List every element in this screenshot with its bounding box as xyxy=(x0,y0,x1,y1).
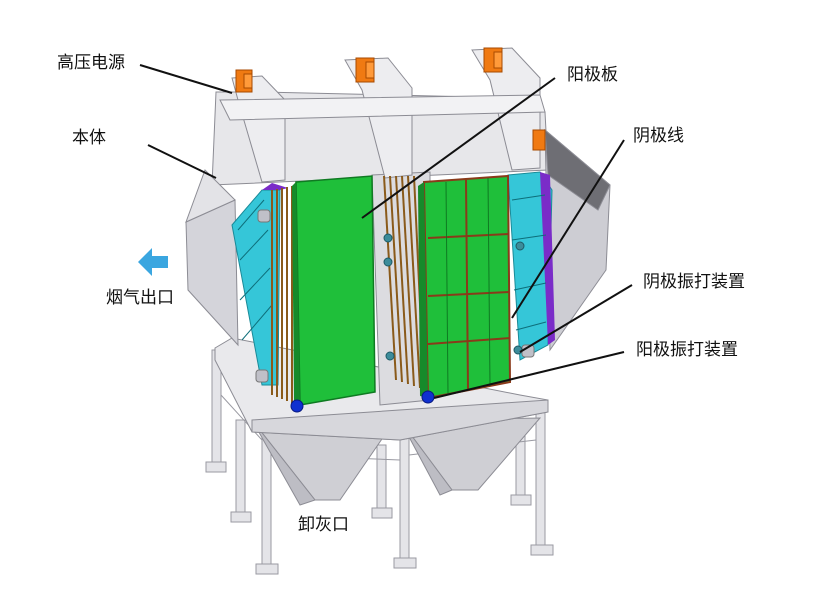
anode-rapper-dot-left xyxy=(290,399,304,413)
anode-rapper-dot-right xyxy=(421,390,435,404)
label-anode-plate: 阳极板 xyxy=(567,65,618,85)
hv-power-supplies xyxy=(235,47,546,151)
support-leg-5 xyxy=(399,429,410,566)
anode-plate-right xyxy=(418,174,512,400)
support-leg-4 xyxy=(376,444,387,514)
cathode-wires-left xyxy=(271,186,293,403)
hv-power-supply-4 xyxy=(532,129,546,151)
labels: 高压电源 本体 烟气出口 阳极板 阴极线 阴极振打装置 阳极振打装置 卸灰口 xyxy=(57,53,745,535)
leader-cathode-wire xyxy=(511,139,625,319)
label-anode-rapper: 阳极振打装置 xyxy=(636,340,738,360)
flue-outlet-arrow-icon xyxy=(138,248,168,276)
support-leg-2 xyxy=(235,419,246,519)
leader-anode-plate xyxy=(361,77,556,219)
label-cathode-wire: 阴极线 xyxy=(633,126,684,146)
support-leg-7 xyxy=(535,409,546,551)
label-cathode-rapper: 阴极振打装置 xyxy=(643,272,745,292)
label-ash-outlet: 卸灰口 xyxy=(298,515,349,535)
label-flue-outlet: 烟气出口 xyxy=(106,288,174,308)
outlet-hood xyxy=(185,199,239,347)
leader-body xyxy=(147,144,217,179)
anode-plate-left xyxy=(292,175,376,406)
leader-lines xyxy=(139,64,633,399)
cathode-frame-right xyxy=(507,171,555,361)
leader-hv-power xyxy=(139,64,233,94)
label-body: 本体 xyxy=(72,128,106,148)
leader-anode-rapper xyxy=(433,351,625,399)
leader-cathode-rapper xyxy=(519,284,633,353)
label-hv-power: 高压电源 xyxy=(57,53,125,73)
ash-hoppers xyxy=(250,417,542,506)
anode-rapper-dots xyxy=(290,390,435,413)
top-housings xyxy=(219,47,546,183)
